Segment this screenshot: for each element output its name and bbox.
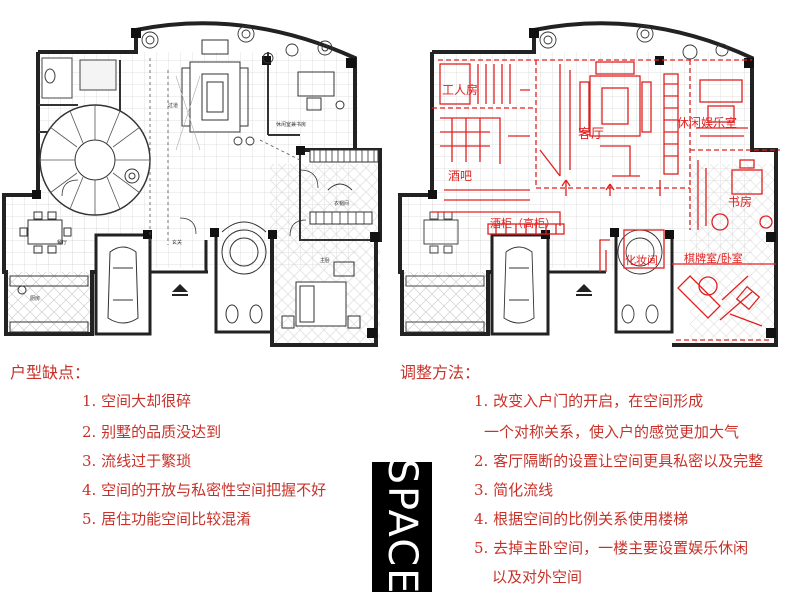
right-room-label: 休闲娱乐室 (677, 115, 737, 130)
adjust-item: 以及对外空间 (492, 568, 583, 586)
right-room-label: 酒吧 (448, 169, 472, 183)
left-room-label: 餐厅 (57, 239, 67, 246)
left-room-label: 玄关 (172, 239, 182, 246)
defect-item: 1. 空间大却很碎 (82, 392, 192, 410)
floor-plan-drawings: 休闲室兼书房 餐厅 厨房 主卧 过道 玄关 衣帽间 (2, 21, 780, 347)
left-room-label: 过道 (168, 102, 178, 109)
adjust-item: 一个对称关系，使入户的感觉更加大气 (484, 423, 740, 441)
defect-item: 4. 空间的开放与私密性空间把握不好 (82, 481, 327, 499)
left-room-label: 厨房 (30, 295, 40, 302)
floor-plans: 休闲室兼书房 餐厅 厨房 主卧 过道 玄关 衣帽间 (2, 21, 780, 347)
adjust-item: 2. 客厅隔断的设置让空间更具私密以及完整 (474, 452, 764, 470)
defect-item: 2. 别墅的品质没达到 (82, 423, 222, 441)
right-room-label: 书房 (728, 194, 752, 209)
right-room-label: 化妆间 (625, 253, 658, 267)
right-floor-plan: 工人房 客厅 休闲娱乐室 酒吧 书房 酒柜（高柜） 化妆间 棋牌室/卧室 (398, 21, 780, 347)
space-logo: SPACE (372, 459, 432, 595)
adjust-item: 4. 根据空间的比例关系使用楼梯 (474, 510, 689, 528)
left-floor-plan: 休闲室兼书房 餐厅 厨房 主卧 过道 玄关 衣帽间 (2, 21, 382, 347)
left-room-label: 休闲室兼书房 (276, 121, 306, 128)
adjust-title: 调整方法： (400, 363, 481, 382)
left-room-label: 衣帽间 (334, 200, 349, 207)
right-room-label: 棋牌室/卧室 (684, 251, 743, 265)
space-logo-text: SPACE (379, 458, 425, 596)
defects-title: 户型缺点： (10, 363, 91, 382)
defect-item: 5. 居住功能空间比较混淆 (82, 510, 252, 528)
adjust-item: 5. 去掉主卧空间，一楼主要设置娱乐休闲 (474, 539, 749, 557)
left-room-label: 主卧 (320, 257, 330, 264)
adjust-item: 1. 改变入户门的开启，在空间形成 (474, 392, 704, 410)
right-room-label: 客厅 (578, 126, 604, 142)
right-room-label: 工人房 (442, 82, 478, 97)
adjust-item: 3. 简化流线 (474, 481, 554, 499)
right-room-label: 酒柜（高柜） (490, 216, 556, 230)
redesign-overlay (432, 59, 780, 341)
defect-item: 3. 流线过于繁琐 (82, 452, 192, 470)
